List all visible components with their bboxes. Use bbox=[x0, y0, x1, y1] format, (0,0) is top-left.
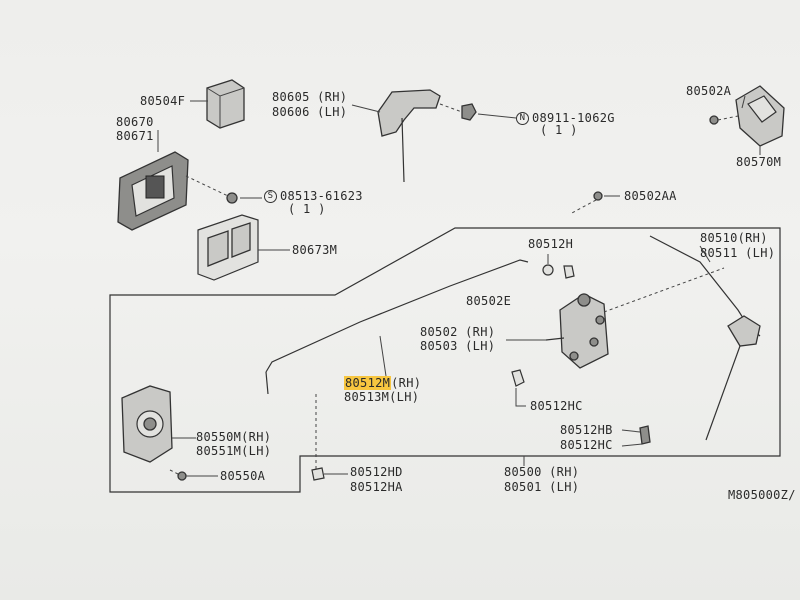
part-80673m bbox=[197, 214, 259, 281]
label-80512hc: 80512HC bbox=[530, 399, 583, 413]
label-80510: 80510(RH) bbox=[700, 231, 768, 245]
label-80550a: 80550A bbox=[220, 469, 266, 483]
label-08513: 08513-61623 bbox=[280, 189, 363, 203]
label-80550m: 80550M(RH) bbox=[196, 430, 272, 444]
screw-80502a bbox=[709, 115, 719, 125]
part-80504f bbox=[206, 79, 245, 129]
part-80550m bbox=[121, 385, 173, 463]
label-80502: 80502 (RH) bbox=[420, 325, 496, 339]
label-80512hb: 80512HB bbox=[560, 423, 613, 437]
label-80513m: 80513M(LH) bbox=[344, 390, 420, 404]
label-80512hd: 80512HD bbox=[350, 465, 403, 479]
highlighted-part-number: 80512M bbox=[344, 376, 392, 390]
label-80606: 80606 (LH) bbox=[272, 105, 348, 119]
label-80502a: 80502A bbox=[686, 84, 732, 98]
clip-80512hc bbox=[511, 369, 525, 387]
label-08513-qty: ( 1 ) bbox=[288, 202, 326, 216]
label-80512hc-2: 80512HC bbox=[560, 438, 613, 452]
label-80512h: 80512H bbox=[528, 237, 574, 251]
part-80570m bbox=[735, 85, 785, 147]
part-80605 bbox=[377, 89, 441, 183]
part-80502-lock bbox=[545, 293, 609, 369]
clip-80512h bbox=[542, 264, 554, 276]
label-80511: 80511 (LH) bbox=[700, 246, 776, 260]
label-80671: 80671 bbox=[116, 129, 154, 143]
label-80500: 80500 (RH) bbox=[504, 465, 580, 479]
label-80512m: 80512M(RH) bbox=[344, 376, 422, 390]
door-outline bbox=[109, 227, 781, 493]
label-08911-qty: ( 1 ) bbox=[540, 123, 578, 137]
circled-s-symbol: S bbox=[264, 190, 277, 203]
label-80512m-side: (RH) bbox=[391, 376, 422, 390]
nut-08911 bbox=[461, 103, 477, 121]
label-80673m: 80673M bbox=[292, 243, 338, 257]
label-80512ha: 80512HA bbox=[350, 480, 403, 494]
screw-08513 bbox=[226, 192, 238, 204]
clip-80512hd bbox=[311, 467, 325, 481]
part-80670 bbox=[117, 151, 189, 231]
label-80670: 80670 bbox=[116, 115, 154, 129]
label-80605: 80605 (RH) bbox=[272, 90, 348, 104]
screw-80502aa bbox=[593, 191, 603, 201]
circled-n-symbol: N bbox=[516, 112, 529, 125]
label-80570m: 80570M bbox=[736, 155, 782, 169]
label-08911: 08911-1062G bbox=[532, 111, 615, 125]
label-80501: 80501 (LH) bbox=[504, 480, 580, 494]
diagram-code: M805000Z/ bbox=[728, 488, 796, 502]
label-80502e: 80502E bbox=[466, 294, 512, 308]
label-80502aa: 80502AA bbox=[624, 189, 677, 203]
screw-80550a bbox=[177, 471, 187, 481]
label-80504f: 80504F bbox=[140, 94, 186, 108]
label-80551m: 80551M(LH) bbox=[196, 444, 272, 458]
label-80503: 80503 (LH) bbox=[420, 339, 496, 353]
rod-80512m bbox=[265, 259, 529, 373]
